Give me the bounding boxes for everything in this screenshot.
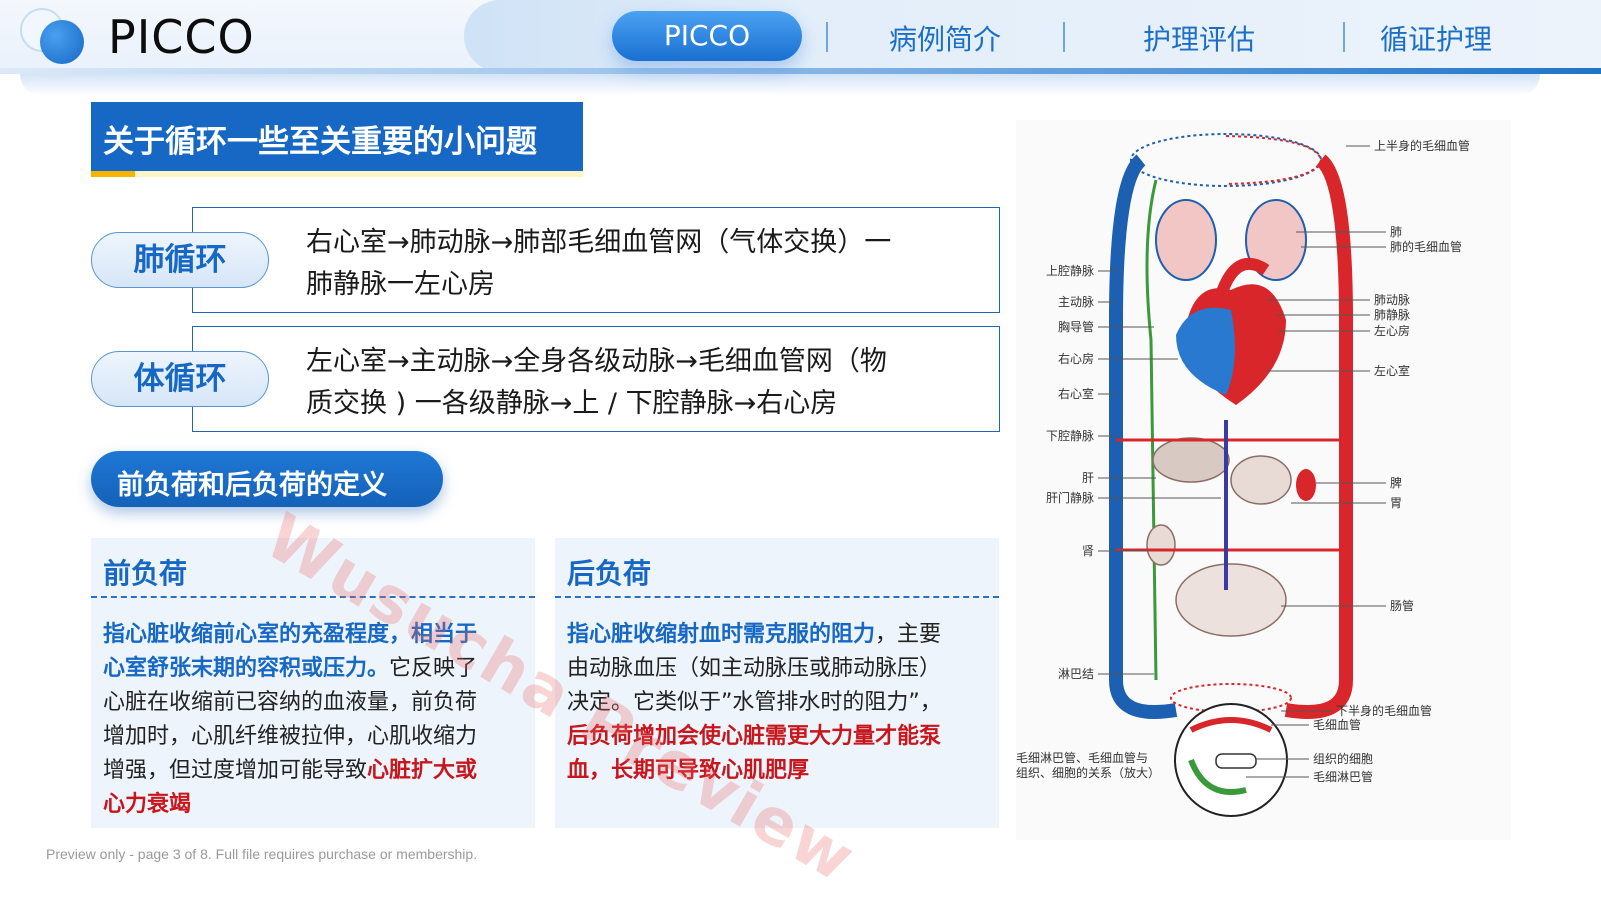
label-lung-capillaries: 肺的毛细血管 [1390,239,1462,254]
inset-lymph-capillary [1188,758,1247,795]
label-stomach: 胃 [1390,496,1402,510]
stomach [1230,455,1292,505]
right-lung [1245,199,1307,281]
label-pulmonary-artery: 肺动脉 [1374,292,1410,307]
section-title-text: 关于循环一些至关重要的小问题 [103,124,537,160]
nav-separator [1343,22,1345,52]
spleen [1296,469,1316,501]
afterload-warning-text: 血，长期可导致心肌肥厚 [567,758,810,783]
pulmonary-circulation-box [192,207,1000,313]
afterload-key-text: 指心脏收缩射血时需克服的阻力 [567,622,876,647]
kidney [1146,524,1176,566]
label-liver: 肝 [1082,471,1094,485]
label-inferior-vena-cava: 下腔静脉 [1046,428,1094,443]
inset-caption-line-1: 毛细淋巴管、毛细血管与 [1016,750,1148,765]
afterload-body: 指心脏收缩射血时需克服的阻力，主要 由动脉血压（如主动脉压或肺动脉压） 决定。它… [567,618,977,788]
label-kidney: 肾 [1082,544,1094,558]
systemic-circulation-text: 左心室→主动脉→全身各级动脉→毛细血管网（物 质交换 ) 一各级静脉→上 / 下… [306,341,976,425]
nav-separator [1063,22,1065,52]
lymph-vessel [1145,179,1158,681]
preload-text: 它反映了 [389,656,478,681]
preload-body: 指心脏收缩前心室的充盈程度，相当于 心室舒张末期的容积或压力。它反映了 心脏在收… [103,618,513,822]
label-lung: 肺 [1390,225,1402,239]
liver [1152,437,1230,483]
preload-card: 前负荷 指心脏收缩前心室的充盈程度，相当于 心室舒张末期的容积或压力。它反映了 … [91,538,535,828]
preload-text: 增加时，心肌纤维被拉伸，心肌收缩力 [103,724,478,749]
pulmonary-circulation-text: 右心室→肺动脉→肺部毛细血管网（气体交换）一 肺静脉一左心房 [306,222,976,306]
label-tissue-cells: 组织的细胞 [1313,751,1373,766]
inset-capillary [1189,717,1273,733]
pulmonary-line-2: 肺静脉一左心房 [306,269,495,300]
definition-heading-text: 前负荷和后负荷的定义 [117,470,387,501]
label-thoracic-duct: 胸导管 [1058,319,1094,334]
label-lymph-capillary: 毛细淋巴管 [1313,769,1373,784]
afterload-title: 后负荷 [567,557,652,590]
preload-text: 心脏在收缩前已容纳的血液量，前负荷 [103,690,478,715]
section-title: 关于循环一些至关重要的小问题 [91,102,583,172]
inset-tissue-cells [1215,753,1257,769]
circulation-diagram: 上腔静脉 主动脉 胸导管 右心房 右心室 下腔静脉 肝 肝门静脉 肾 淋巴结 上… [1016,120,1511,840]
label-intestine: 肠管 [1390,598,1414,613]
systemic-circulation-box [192,326,1000,432]
systemic-circulation-label: 体循环 [91,351,269,407]
afterload-text: ，主要 [875,622,942,647]
label-capillary: 毛细血管 [1313,717,1361,732]
systemic-line-2: 质交换 ) 一各级静脉→上 / 下腔静脉→右心房 [306,388,838,419]
label-aorta: 主动脉 [1058,294,1094,309]
label-upper-capillaries: 上半身的毛细血管 [1374,138,1470,153]
afterload-warning-text: 后负荷增加会使心脏需更大力量才能泵 [567,724,942,749]
label-spleen: 脾 [1390,475,1402,490]
afterload-card: 后负荷 指心脏收缩射血时需克服的阻力，主要 由动脉血压（如主动脉压或肺动脉压） … [555,538,999,828]
label-right-atrium: 右心房 [1058,351,1094,366]
upper-capillary-artery [1225,135,1323,185]
left-lung [1155,199,1217,281]
circulation-diagram-svg: 上腔静脉 主动脉 胸导管 右心房 右心室 下腔静脉 肝 肝门静脉 肾 淋巴结 上… [1016,133,1470,817]
label-lower-capillaries: 下半身的毛细血管 [1336,703,1432,718]
afterload-text: 由动脉血压（如主动脉压或肺动脉压） [567,656,942,681]
pulmonary-circulation-label: 肺循环 [91,232,269,288]
brand-title: PICCO [108,10,255,64]
nav-separator [826,22,828,52]
tab-evidence-based-nursing[interactable]: 循证护理 [1380,23,1493,56]
preload-key-text: 心室舒张末期的容积或压力。 [103,656,390,681]
label-left-atrium: 左心房 [1374,323,1410,338]
preload-divider [91,596,535,598]
branch-arteries [1116,438,1346,552]
label-superior-vena-cava: 上腔静脉 [1046,263,1094,278]
intestine [1175,563,1287,637]
pulmonary-line-1: 右心室→肺动脉→肺部毛细血管网（气体交换）一 [306,227,892,258]
preload-text: 增强，但过度增加可能导致 [103,758,368,783]
preload-key-text: 指心脏收缩前心室的充盈程度，相当于 [103,622,478,647]
preload-warning-text: 心力衰竭 [103,792,192,817]
aortic-arch [1215,257,1270,298]
vena-cava-vessel [1109,154,1178,719]
systemic-line-1: 左心室→主动脉→全身各级动脉→毛细血管网（物 [306,346,887,377]
header: PICCO PICCO 病例简介 护理评估 循证护理 [0,0,1601,100]
heart-right [1176,307,1235,395]
afterload-divider [555,596,999,598]
label-lymph-node: 淋巴结 [1058,667,1094,681]
label-portal-vein: 肝门静脉 [1046,490,1094,505]
afterload-text: 决定。它类似于”水管排水时的阻力”， [567,690,942,715]
definition-heading: 前负荷和后负荷的定义 [91,451,443,507]
label-pulmonary-vein: 肺静脉 [1374,307,1410,322]
lower-capillary-bed [1170,683,1292,713]
tab-nursing-assessment[interactable]: 护理评估 [1143,23,1256,56]
logo-dot-icon [40,20,84,64]
preload-title: 前负荷 [103,557,188,590]
label-right-ventricle: 右心室 [1058,386,1094,401]
preload-warning-text: 心脏扩大或 [367,758,478,783]
header-shadow [20,74,1540,96]
header-divider [0,68,1601,74]
inset-caption-line-2: 组织、细胞的关系（放大） [1016,765,1160,780]
tab-case-intro[interactable]: 病例简介 [889,23,1002,56]
label-left-ventricle: 左心室 [1374,363,1410,378]
preview-footer: Preview only - page 3 of 8. Full file re… [46,846,478,862]
tab-picco[interactable]: PICCO [612,11,802,61]
section-title-underline [91,171,583,177]
